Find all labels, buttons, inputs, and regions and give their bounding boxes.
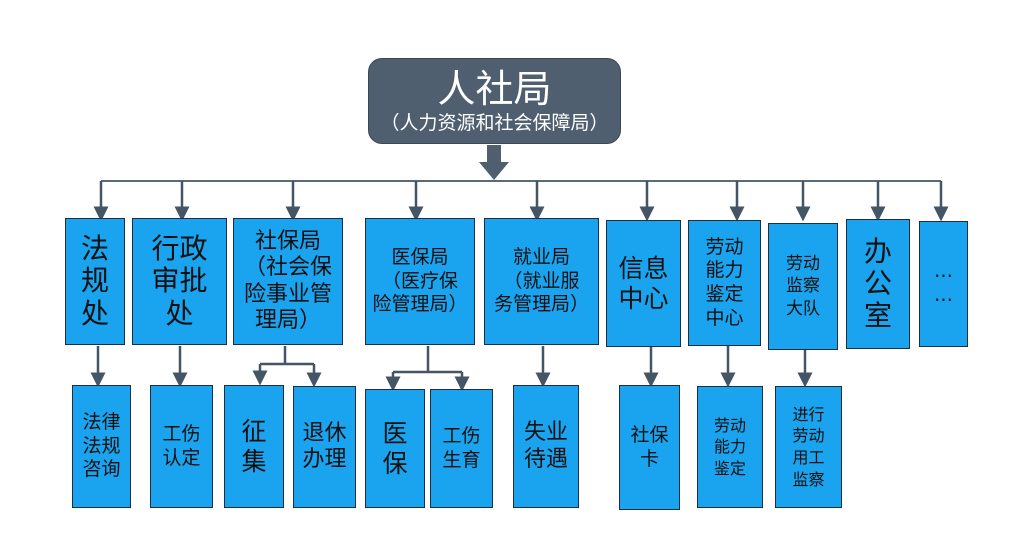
dept-xingzheng-shenpi: 行政 审批 处 (132, 218, 227, 345)
func-yonggong-jiancha: 进行 劳动 用工 监察 (775, 386, 842, 508)
func-falv-label: 法律 法规 咨询 (82, 410, 121, 481)
func-shiye-daiyu: 失业 待遇 (513, 385, 579, 508)
dept-jianding-label: 劳动 能力 鉴定 中心 (705, 235, 744, 329)
root-node: 人社局 （人力资源和社会保障局） (368, 58, 621, 144)
root-title: 人社局 (437, 67, 552, 111)
func-gongshang-rending: 工伤 认定 (150, 385, 213, 508)
dept-more: … … (919, 221, 968, 347)
shebao-split (252, 346, 322, 388)
dept-more-label: … … (934, 260, 953, 306)
dept-yibao: 医保局 （医疗保 险管理局） (365, 218, 475, 345)
func-falv-zixun: 法律 法规 咨询 (72, 385, 131, 508)
func-shebaoka: 社保 卡 (619, 385, 680, 510)
yibao-split (385, 346, 470, 392)
func-shebaoka-label: 社保 卡 (630, 423, 669, 470)
func-tuixiu-label: 退休 办理 (302, 420, 347, 472)
dept-shebao: 社保局 （社会保 险事业管 理局） (233, 218, 343, 345)
func-gongshang-shengyu: 工伤 生育 (430, 389, 493, 508)
func-shiye-label: 失业 待遇 (523, 420, 568, 472)
root-down-arrow (479, 145, 509, 180)
dept-fazhi-label: 法 规 处 (80, 232, 109, 330)
dept-yibao-label: 医保局 （医疗保 险管理局） (372, 245, 468, 316)
dept-laodong-jianding: 劳动 能力 鉴定 中心 (688, 220, 761, 346)
dept-laodong-jiancha: 劳动 监察 大队 (768, 223, 838, 350)
func-yibao: 医 保 (365, 389, 425, 508)
func-zhengji: 征 集 (224, 385, 284, 508)
func-gongshang-label: 工伤 认定 (162, 422, 201, 469)
func-gongshang-shengyu-label: 工伤 生育 (442, 424, 481, 471)
dept-xinxi: 信息 中心 (606, 220, 681, 347)
func-yonggong-label: 进行 劳动 用工 监察 (792, 404, 825, 489)
dept-bangongshi-label: 办 公 室 (863, 234, 892, 333)
root-subtitle: （人力资源和社会保障局） (380, 112, 609, 134)
func-nengli-jianding: 劳动 能力 鉴定 (697, 386, 763, 508)
func-yibao-label: 医 保 (382, 418, 408, 478)
dept-fazhi: 法 规 处 (65, 218, 125, 345)
func-zhengji-label: 征 集 (241, 416, 267, 476)
function-drops (90, 346, 813, 388)
department-drops (93, 181, 949, 222)
dept-jiuye-label: 就业局 （就业服 务管理局） (493, 245, 589, 316)
dept-shebao-label: 社保局 （社会保 险事业管 理局） (243, 228, 332, 333)
dept-jiuye: 就业局 （就业服 务管理局） (484, 218, 599, 345)
func-nengli-label: 劳动 能力 鉴定 (713, 415, 746, 478)
dept-xingzheng-label: 行政 审批 处 (151, 232, 208, 330)
dept-bangongshi: 办 公 室 (846, 219, 910, 349)
dept-xinxi-label: 信息 中心 (618, 253, 669, 313)
dept-jiancha-label: 劳动 监察 大队 (786, 254, 820, 319)
func-tuixiu: 退休 办理 (293, 386, 356, 508)
